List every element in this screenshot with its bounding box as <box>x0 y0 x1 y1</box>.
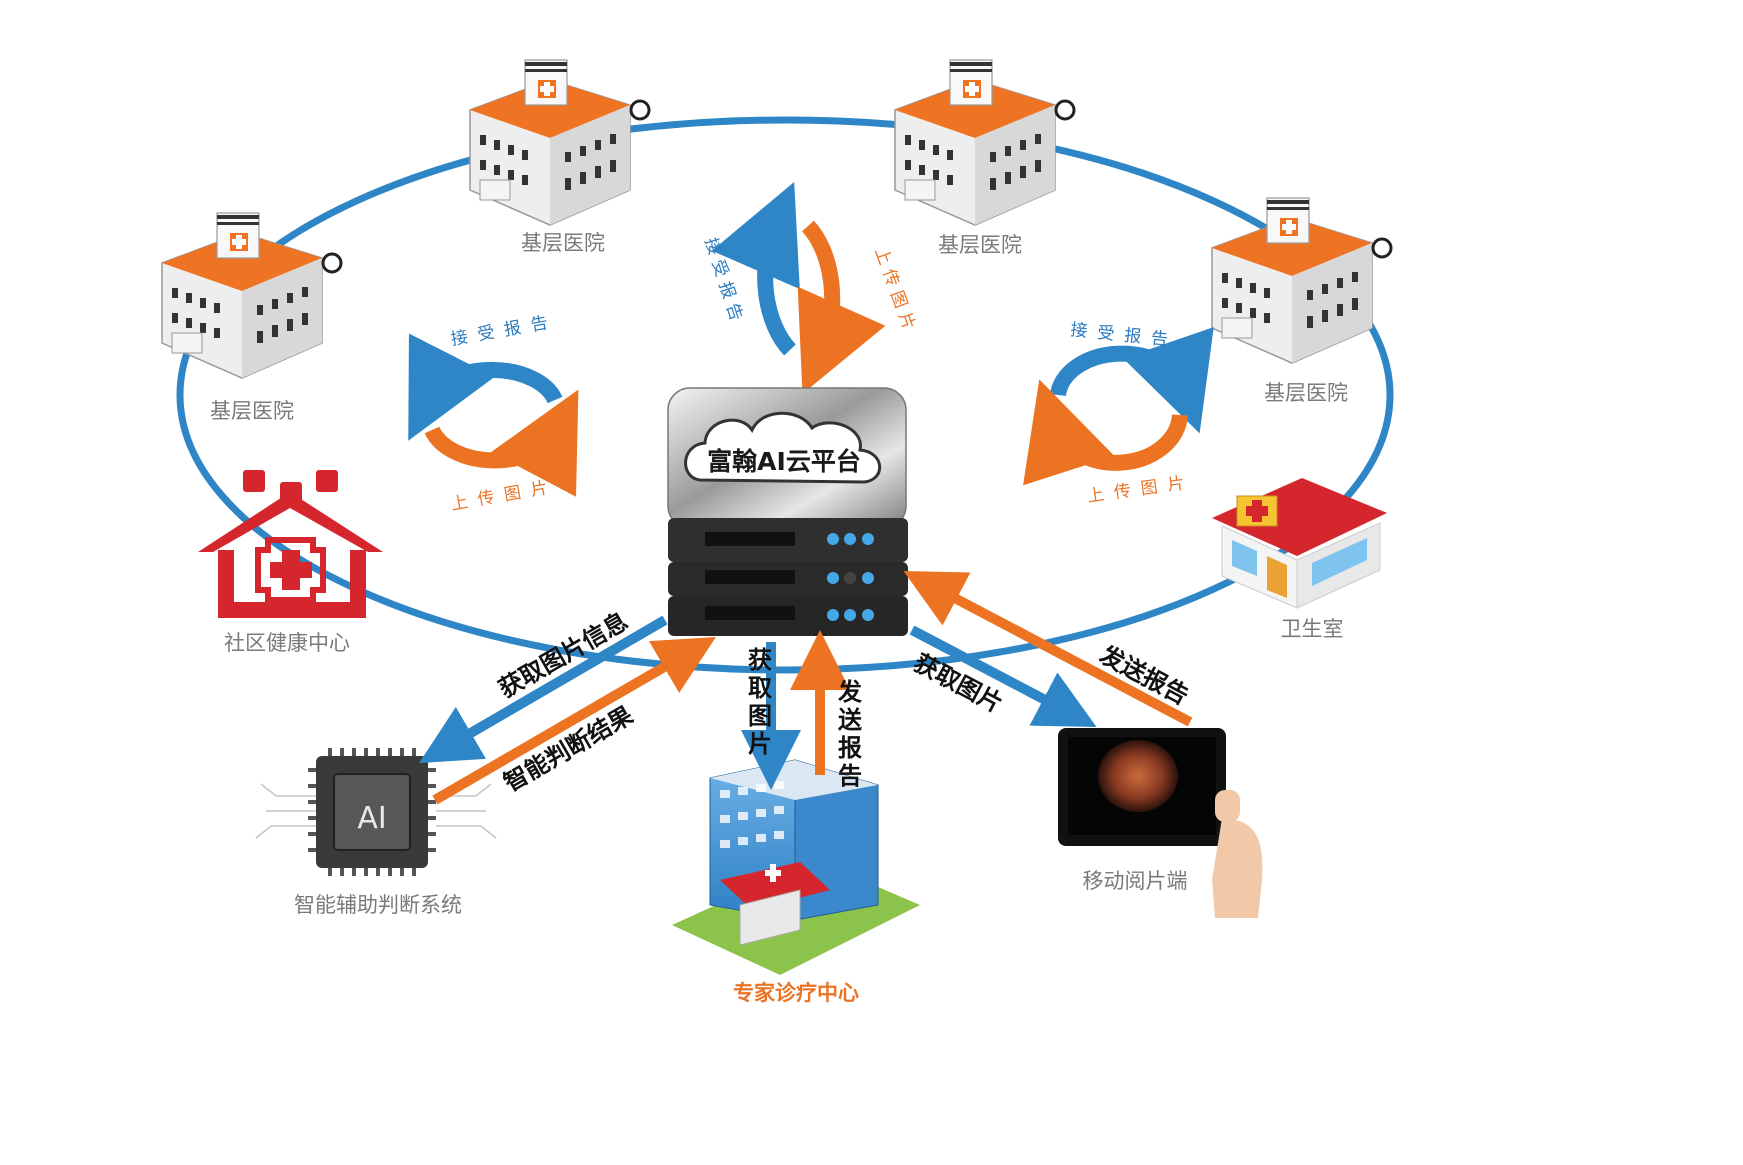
label-send-report-up: 发 送 报 告 <box>837 678 863 790</box>
cycle-arrows-top <box>711 181 886 394</box>
mobile-label: 移动阅片端 <box>1083 869 1188 893</box>
cycle-top-upload-label: 上传图片 <box>870 245 920 338</box>
hospital-top-left <box>468 58 651 227</box>
ai-system-label: 智能辅助判断系统 <box>294 893 462 917</box>
cycle-left-receive-label: 接受报告 <box>449 311 559 349</box>
hospital-right <box>1210 196 1393 365</box>
expert-center-building <box>672 759 920 975</box>
community-center-icon <box>198 470 383 618</box>
label-send-report-up-c2: 送 <box>838 706 863 734</box>
network-ring <box>176 116 1394 674</box>
clinic-label: 卫生室 <box>1281 617 1344 641</box>
cycle-top-receive-label: 接受报告 <box>700 235 747 329</box>
cycle-right-upload-label: 上传图片 <box>1086 472 1196 507</box>
arrow-get-image-info <box>419 615 668 764</box>
cycle-arrows-left <box>408 333 579 497</box>
cycle-left-upload-label: 上传图片 <box>449 476 559 514</box>
label-send-report-up-c1: 发 <box>837 678 862 706</box>
expert-center-label: 专家诊疗中心 <box>733 981 859 1005</box>
label-get-images-down-c1: 获 <box>748 646 772 674</box>
community-center-label: 社区健康中心 <box>224 631 350 655</box>
platform-label: 富翰AI云平台 <box>707 447 861 476</box>
label-get-images-down-c4: 片 <box>748 730 772 758</box>
label-get-images-down-c3: 图 <box>748 702 772 730</box>
hospital-top-right <box>893 58 1076 227</box>
hospital-right-label: 基层医院 <box>1264 381 1348 405</box>
ai-chip-icon <box>255 748 497 876</box>
cloud-server-icon <box>684 411 882 484</box>
arrow-ai-result <box>432 636 716 805</box>
hospital-top-left-label: 基层医院 <box>521 231 605 255</box>
label-get-images-down: 获 取 图 片 <box>748 646 772 758</box>
hospital-left-label: 基层医院 <box>210 399 294 423</box>
cloud-server <box>667 387 908 636</box>
ai-chip-text: AI <box>357 801 386 836</box>
label-send-report-up-c4: 告 <box>838 762 862 790</box>
clinic-icon <box>1212 478 1387 609</box>
arrow-get-images-mobile <box>909 625 1097 727</box>
hospital-left <box>160 211 343 380</box>
cycle-arrows-right <box>1023 326 1214 486</box>
retina-image <box>1098 740 1178 812</box>
hospital-top-right-label: 基层医院 <box>938 233 1022 257</box>
label-send-report-up-c3: 报 <box>838 734 862 762</box>
arrow-send-report-mobile <box>903 571 1193 727</box>
label-get-images-down-c2: 取 <box>748 674 772 702</box>
mobile-tablet <box>1058 728 1263 918</box>
